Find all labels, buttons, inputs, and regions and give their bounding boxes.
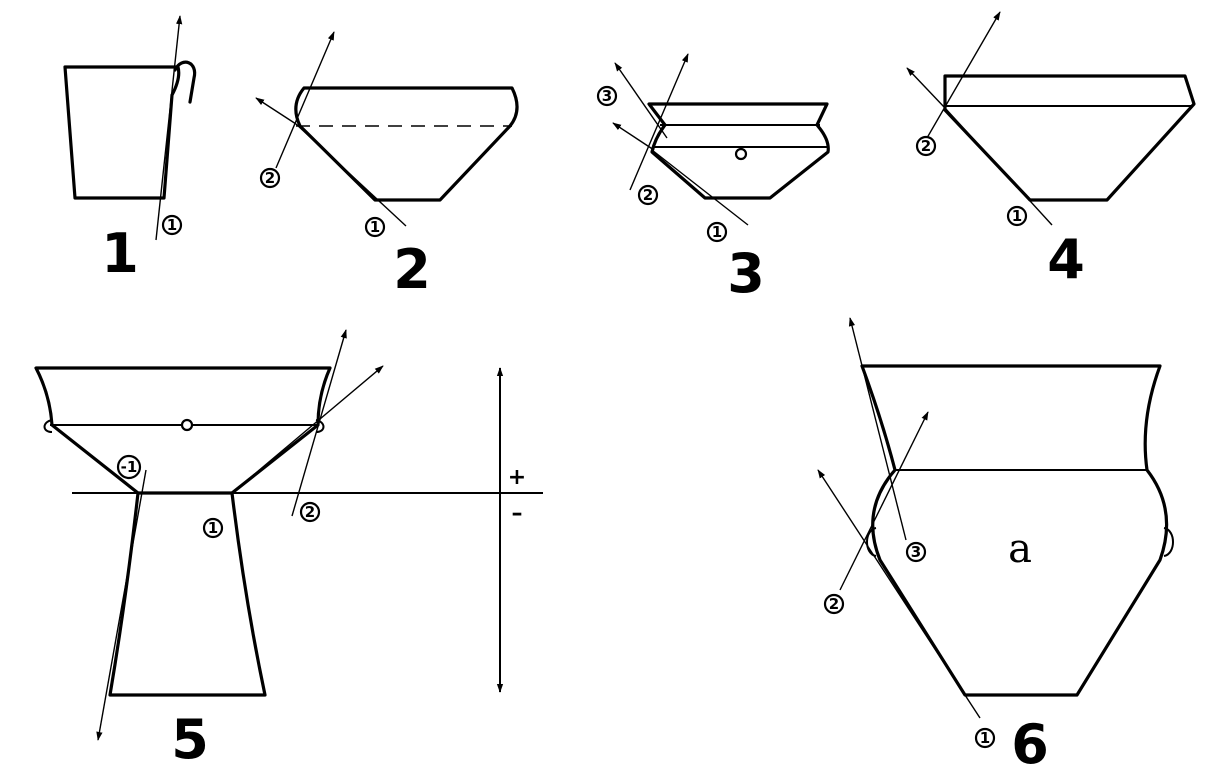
figure-6: 3 2 1 a 6 — [817, 317, 1174, 776]
figure-4-marker-1: 1 — [1006, 205, 1028, 227]
figure-3-label: 3 — [727, 242, 765, 305]
figure-3-marker-1: 1 — [706, 221, 728, 243]
figure-2-arrow-2a — [275, 31, 335, 169]
figure-6-arrow-2 — [839, 411, 929, 591]
figure-6-arrow-3 — [848, 317, 907, 541]
figure-3-line-1 — [651, 149, 749, 226]
figure-4-label: 4 — [1047, 228, 1085, 291]
figure-3-marker-2: 2 — [637, 184, 659, 206]
svg-text:2: 2 — [921, 137, 931, 155]
figure-4-arrow-2b — [906, 67, 946, 109]
svg-text:2: 2 — [265, 169, 275, 187]
figure-6-arrow-1 — [817, 469, 981, 719]
svg-text:2: 2 — [305, 503, 315, 521]
figure-1-vessel — [63, 65, 181, 200]
svg-text:1: 1 — [712, 223, 722, 241]
svg-text:1: 1 — [208, 519, 218, 537]
figure-3-marker-3: 3 — [596, 85, 618, 107]
figure-1-label: 1 — [101, 222, 139, 285]
figure-5-marker-2: 2 — [299, 501, 321, 523]
figure-6-vessel — [860, 364, 1169, 697]
figure-6-marker-1: 1 — [974, 727, 996, 749]
figure-6-label: 6 — [1011, 713, 1049, 776]
svg-text:-1: -1 — [121, 458, 138, 476]
figure-5-label: 5 — [171, 708, 209, 771]
figure-2-line-1 — [295, 123, 407, 227]
figure-2-marker-1: 1 — [364, 216, 386, 238]
figure-1: 1 1 — [63, 15, 197, 285]
figure-3-arrow-3b — [629, 53, 689, 191]
figure-2-marker-2: 2 — [259, 167, 281, 189]
figure-3-arrow-2 — [612, 122, 655, 151]
figure-4: 2 1 4 — [906, 11, 1196, 291]
figure-5-lug — [180, 418, 194, 432]
figure-5: -1 1 2 + – 5 — [34, 329, 543, 771]
figure-2: 2 1 2 — [255, 31, 519, 301]
svg-text:1: 1 — [167, 216, 177, 234]
figure-6-right-handle — [1163, 527, 1174, 557]
figure-4-vessel — [943, 74, 1196, 202]
figure-2-vessel — [294, 86, 519, 202]
figure-5-arrow-2a — [291, 329, 347, 517]
figure-3-lug — [734, 147, 748, 161]
svg-text:1: 1 — [370, 218, 380, 236]
figure-2-arrow-2b — [255, 97, 297, 125]
svg-text:1: 1 — [1012, 207, 1022, 225]
figure-5-foot — [108, 491, 267, 697]
figure-5-plus-sign: + — [508, 465, 526, 490]
figure-6-marker-2: 2 — [823, 593, 845, 615]
svg-text:3: 3 — [602, 87, 612, 105]
figure-3: 3 2 1 3 — [596, 53, 830, 305]
figure-3-vessel — [647, 102, 830, 200]
figure-1-marker-1: 1 — [161, 214, 183, 236]
figure-1-arrow-1 — [155, 15, 183, 241]
svg-text:3: 3 — [911, 543, 921, 561]
figure-2-label: 2 — [393, 238, 431, 301]
figure-4-line-1 — [944, 107, 1053, 226]
figure-5-bowl — [34, 366, 332, 495]
figure-5-marker-1: 1 — [202, 517, 224, 539]
figure-6-letter: a — [1008, 526, 1032, 572]
svg-text:1: 1 — [980, 729, 990, 747]
figure-5-marker-neg1: -1 — [116, 454, 142, 480]
figure-6-marker-3: 3 — [905, 541, 927, 563]
figure-3-arrow-3 — [614, 62, 668, 139]
svg-text:2: 2 — [829, 595, 839, 613]
svg-text:2: 2 — [643, 186, 653, 204]
figure-4-marker-2: 2 — [915, 135, 937, 157]
figure-4-arrow-2a — [919, 11, 1001, 151]
figure-5-arrow-1neg — [96, 469, 147, 741]
figure-5-left-handle — [43, 419, 53, 433]
figure-5-minus-sign: – — [512, 501, 523, 526]
figure-5-arrow-2b — [231, 365, 384, 494]
figure-1-handle — [173, 60, 197, 104]
